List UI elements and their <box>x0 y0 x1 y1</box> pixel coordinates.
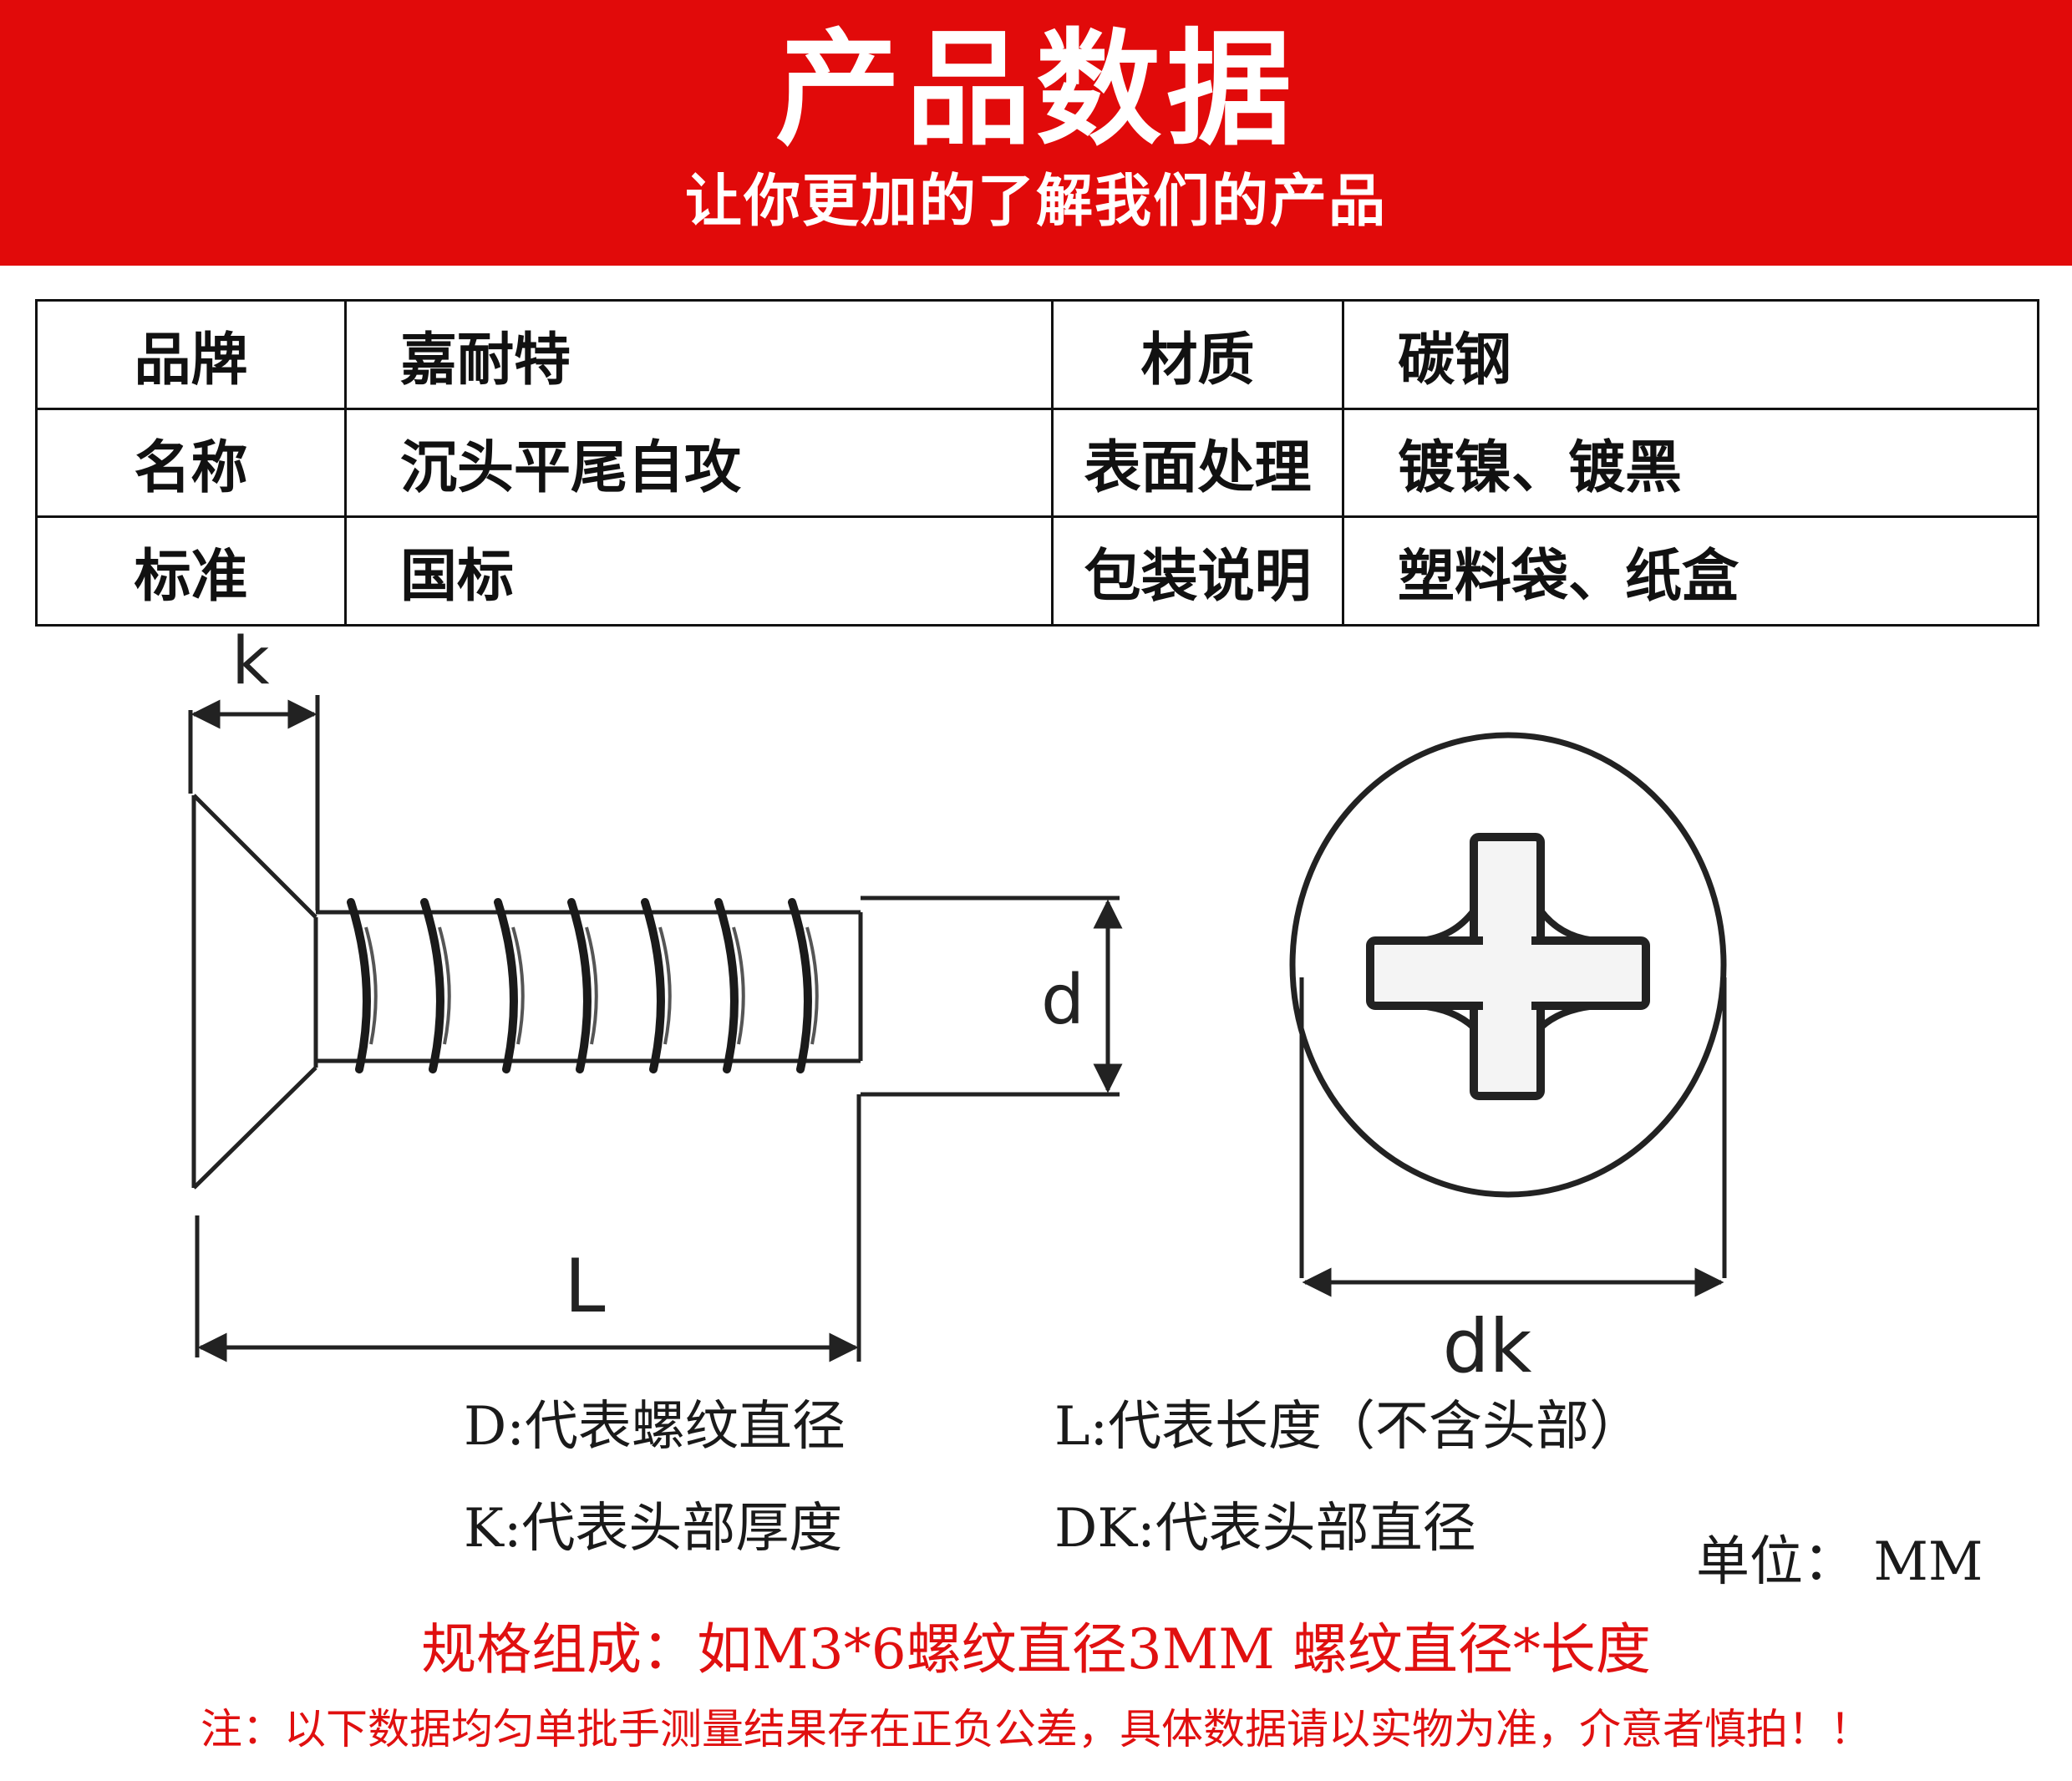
label-dk: dk <box>1443 1303 1532 1378</box>
spec-label: 包装说明 <box>1051 515 1344 627</box>
label-L: L <box>564 1243 605 1329</box>
screw-head-front-view <box>1289 732 1727 1297</box>
spec-value: 嘉耐特 <box>344 299 1054 410</box>
label-k: k <box>231 627 269 699</box>
table-row: 名称 沉头平尾自攻 表面处理 镀镍、镀黑 <box>35 407 2039 519</box>
screw-threads <box>347 898 812 1073</box>
spec-value: 塑料袋、纸盒 <box>1342 515 2039 627</box>
spec-label: 表面处理 <box>1051 407 1344 519</box>
legend-dk: DK:代表头部直径 <box>1054 1498 1476 1560</box>
screw-diagram: k d L dk <box>188 627 1727 1378</box>
banner-subtitle: 让你更加的了解我们的产品 <box>684 168 1387 235</box>
spec-table: 品牌 嘉耐特 材质 碳钢 名称 沉头平尾自攻 表面处理 镀镍、镀黑 标准 国标 … <box>35 299 2039 627</box>
banner-title: 产品数据 <box>774 16 1297 163</box>
table-row: 标准 国标 包装说明 塑料袋、纸盒 <box>35 515 2039 627</box>
spec-label: 品牌 <box>35 299 347 410</box>
screw-side-view <box>188 695 863 1190</box>
spec-value: 镀镍、镀黑 <box>1342 407 2039 519</box>
legend-d: D:代表螺纹直径 <box>464 1396 846 1458</box>
spec-value: 沉头平尾自攻 <box>344 407 1054 519</box>
table-row: 品牌 嘉耐特 材质 碳钢 <box>35 299 2039 410</box>
unit-label: 单位： MM <box>1696 1531 1983 1593</box>
legend-k: K:代表头部厚度 <box>464 1498 843 1560</box>
spec-composition: 规格组成：如M3*6螺纹直径3MM 螺纹直径*长度 <box>421 1617 1651 1682</box>
label-d: d <box>1041 961 1084 1040</box>
spec-value: 国标 <box>344 515 1054 627</box>
disclaimer-note: 注：以下数据均匀单批手测量结果存在正负公差，具体数据请以实物为准，介意者慎拍！！ <box>201 1705 1871 1753</box>
spec-label: 标准 <box>35 515 347 627</box>
spec-value: 碳钢 <box>1342 299 2039 410</box>
spec-label: 材质 <box>1051 299 1344 410</box>
header-banner: 产品数据 让你更加的了解我们的产品 <box>0 0 2072 266</box>
legend-l: L:代表长度（不含头部） <box>1054 1396 1643 1458</box>
spec-label: 名称 <box>35 407 347 519</box>
